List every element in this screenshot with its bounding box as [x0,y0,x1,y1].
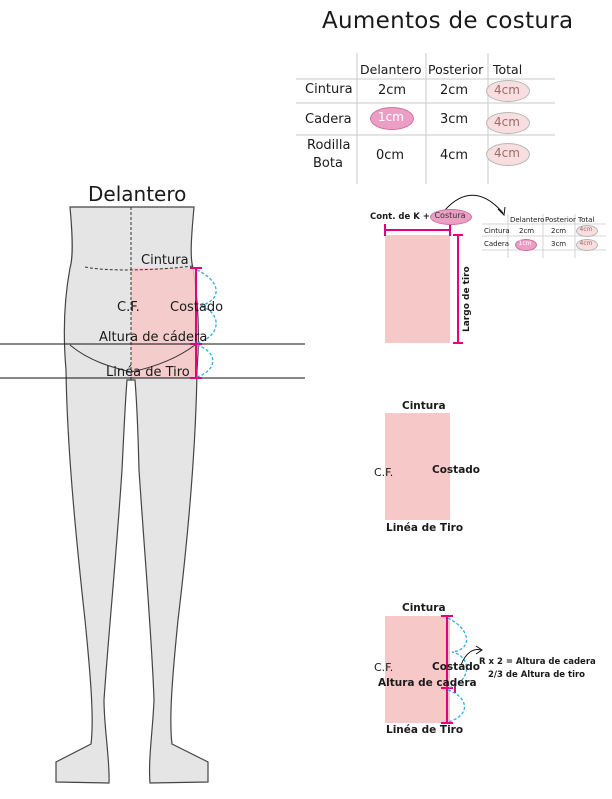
step3-dashed-upper [447,617,468,689]
row-label-rodilla: Rodilla [307,138,351,153]
figure-label-linea-tiro: Linéa de Tiro [106,365,190,380]
cell-cintura-posterior: 2cm [440,83,469,98]
step2-label-cf: C.F. [374,466,394,479]
delantero-highlight [370,107,414,130]
mini-total-highlight [576,225,598,237]
row-label-cadera: Cadera [305,112,352,127]
waist-line [84,265,194,271]
mini-cell: 1cm [518,240,532,247]
arrow-head [475,645,483,655]
table-title: Aumentos de costura [322,8,574,34]
body-figure [0,206,305,784]
step3-label-altura-cadera: Altura de cadera [378,677,477,689]
cell-cadera-total: 4cm [494,115,520,129]
mini-total-highlight [576,239,598,251]
crotch-curve [69,344,196,373]
step3-dashed-lower [447,689,465,723]
mini-col-posterior: Posterior [545,216,576,224]
step2-label-costado: Costado [432,464,481,476]
step3-graphics [385,615,483,724]
figure-title: Delantero [88,182,187,206]
mini-cell: 3cm [551,240,567,248]
step2-label-cintura: Cintura [402,400,446,412]
mini-cell: 2cm [519,227,535,235]
mini-row-cintura: Cintura [484,227,510,235]
step3-label-cf: C.F. [374,661,394,674]
step3-rect [385,616,450,723]
step1-rect [385,235,450,343]
cell-rodilla-delantero: 0cm [376,148,405,163]
cell-cintura-delantero: 2cm [378,83,407,98]
figure-label-cf: C.F. [117,300,140,315]
step2-label-linea-tiro: Linéa de Tiro [386,522,464,534]
step3-label-cintura: Cintura [402,602,446,614]
mini-delantero-highlight [515,239,537,251]
mini-row-cadera: Cadera [484,240,510,248]
row-label-bota: Bota [313,156,343,171]
step1-largo-tiro-label: Largo de tiro [462,266,472,332]
step3-arrow [460,649,482,666]
step3-note-2: 2/3 de Altura de tiro [488,670,586,680]
figure-label-altura-cadera: Altura de cádera [99,330,208,345]
mini-cell: 2cm [551,227,567,235]
step1-formula-costura: Costura [434,211,466,220]
crotch-curve-dashed [196,344,214,378]
step3-label-costado: Costado [432,661,481,673]
total-highlight [486,112,530,134]
col-header-total: Total [493,62,523,77]
step3-label-linea-tiro: Linéa de Tiro [386,724,464,736]
row-label-cintura: Cintura [305,82,353,97]
cell-cadera-delantero: 1cm [378,110,404,124]
col-header-posterior: Posterior [428,62,484,77]
front-pattern-overlay [131,268,196,378]
arrow-head [497,206,506,217]
mini-cell: 4cm [579,226,593,233]
cell-cintura-total: 4cm [494,83,520,97]
total-highlight [486,80,530,102]
step2-rect [385,413,450,520]
figure-label-cintura: Cintura [141,253,189,268]
mini-col-total: Total [578,216,595,224]
cell-rodilla-total: 4cm [494,146,520,160]
figure-label-costado: Costado [170,300,224,315]
mini-cell: 4cm [579,240,593,247]
costura-highlight [430,209,472,225]
col-header-delantero: Delantero [360,62,422,77]
total-highlight [486,143,530,166]
step3-note-1: R x 2 = Altura de cadera [479,657,596,667]
step1-arrow [444,194,504,214]
cell-rodilla-posterior: 4cm [440,148,469,163]
mini-col-delantero: Delantero [510,216,545,224]
step1-formula-text: Cont. de K + [370,212,430,222]
step1-graphics [384,194,606,344]
cell-cadera-posterior: 3cm [440,112,469,127]
